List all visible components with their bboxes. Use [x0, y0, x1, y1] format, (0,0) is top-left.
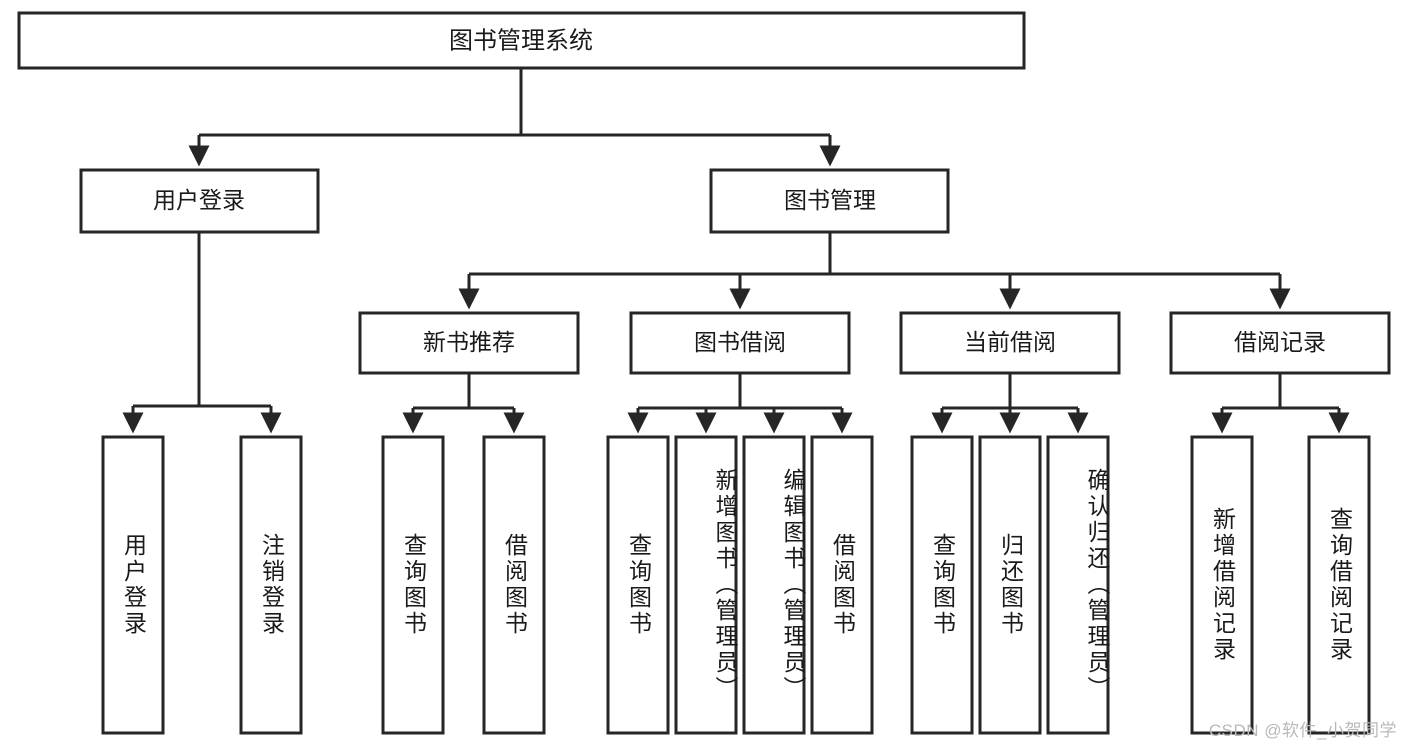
connector-borrow-to-leaves	[627, 373, 853, 434]
node-new-book-recommend[interactable]: 新书推荐	[358, 311, 580, 375]
node-user-login-label: 用户登录	[153, 187, 245, 213]
node-book-borrow[interactable]: 图书借阅	[629, 311, 851, 375]
leaf-node-add-book-admin[interactable]	[674, 435, 738, 735]
connector-userlogin-to-leaves	[122, 232, 282, 434]
connector-current-to-leaves	[931, 373, 1089, 434]
leaf-node-query-book-borrow[interactable]	[606, 435, 670, 735]
node-book-management[interactable]: 图书管理	[709, 168, 950, 234]
node-current-borrow-label: 当前借阅	[964, 329, 1056, 355]
connector-bookmgmt-to-level2	[458, 232, 1291, 310]
node-user-login[interactable]: 用户登录	[79, 168, 320, 234]
connector-newbook-to-leaves	[402, 373, 525, 434]
connector-record-to-leaves	[1211, 373, 1350, 434]
node-current-borrow[interactable]: 当前借阅	[899, 311, 1121, 375]
leaf-node-borrow-book-recommend[interactable]	[482, 435, 546, 735]
leaf-node-logout[interactable]	[239, 435, 303, 735]
node-root[interactable]: 图书管理系统	[17, 11, 1026, 70]
node-borrow-record-label: 借阅记录	[1234, 329, 1326, 355]
node-new-book-recommend-label: 新书推荐	[423, 329, 515, 355]
leaf-node-borrow-book[interactable]	[810, 435, 874, 735]
leaf-node-edit-book-admin[interactable]	[742, 435, 806, 735]
node-borrow-record[interactable]: 借阅记录	[1169, 311, 1391, 375]
leaf-node-query-book-recommend[interactable]	[381, 435, 445, 735]
leaf-node-query-book-current[interactable]	[910, 435, 974, 735]
leaf-node-return-book[interactable]	[978, 435, 1042, 735]
node-root-label: 图书管理系统	[449, 27, 593, 54]
node-book-borrow-label: 图书借阅	[694, 329, 786, 355]
connector-root-to-level1	[188, 68, 841, 167]
leaf-node-confirm-return-admin[interactable]	[1046, 435, 1110, 735]
leaf-node-query-borrow-record[interactable]	[1307, 435, 1371, 735]
csdn-watermark: CSDN @软件_小贺同学	[1208, 721, 1397, 740]
node-book-management-label: 图书管理	[784, 187, 876, 213]
leaf-node-user-login[interactable]	[101, 435, 165, 735]
leaf-node-add-borrow-record[interactable]	[1190, 435, 1254, 735]
